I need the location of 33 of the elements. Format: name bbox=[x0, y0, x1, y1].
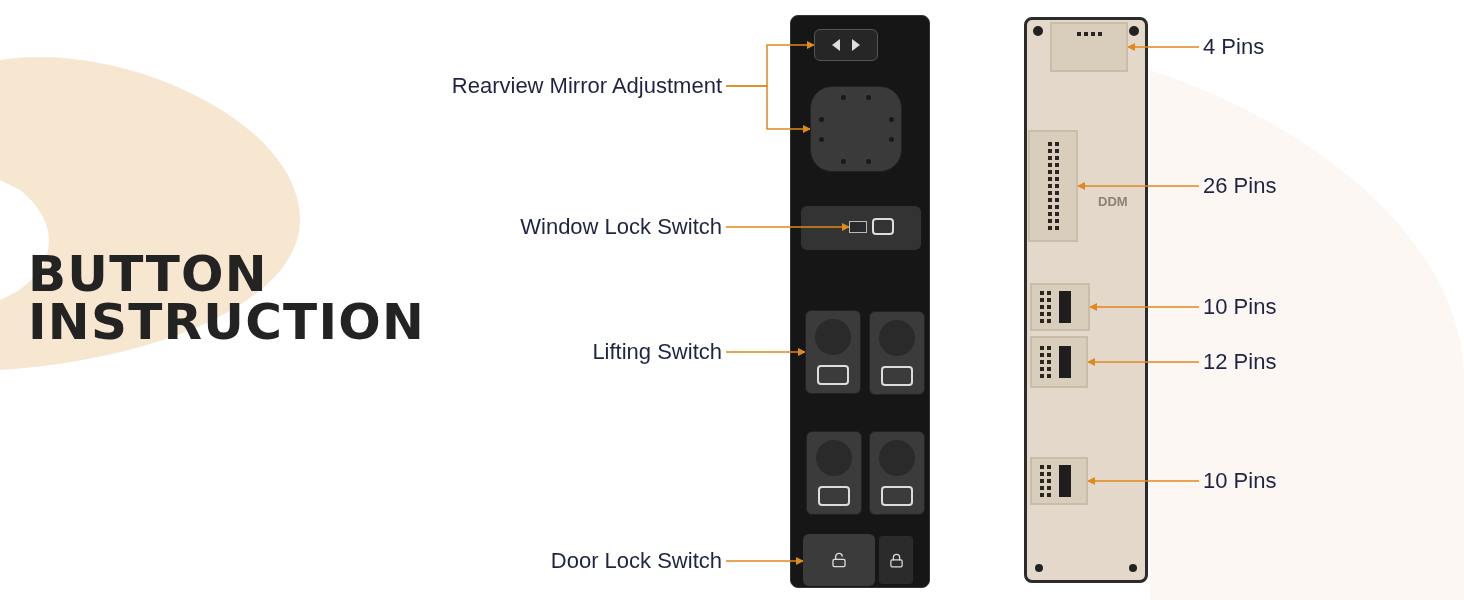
window-switch bbox=[869, 431, 925, 515]
mirror-control-pad bbox=[810, 86, 902, 172]
callout-label: Door Lock Switch bbox=[550, 548, 722, 574]
window-switch bbox=[806, 431, 862, 515]
callout-label: Window Lock Switch bbox=[520, 214, 722, 240]
wiring-connector bbox=[1030, 336, 1088, 388]
leader-arrow bbox=[725, 348, 806, 356]
leader-arrow bbox=[1087, 477, 1200, 485]
door-lock-switch bbox=[803, 534, 875, 586]
wiring-connector bbox=[1030, 283, 1090, 331]
wiring-connector bbox=[1030, 457, 1088, 505]
mirror-selector-switch bbox=[814, 29, 878, 61]
leader-arrow bbox=[1077, 182, 1200, 190]
leader-arrow bbox=[725, 557, 804, 565]
title: BUTTON INSTRUCTION bbox=[28, 250, 427, 346]
callout-label: 10 Pins bbox=[1203, 294, 1277, 320]
leader-arrow bbox=[1127, 43, 1200, 51]
callout-label: 4 Pins bbox=[1203, 34, 1265, 60]
leader-arrow bbox=[725, 85, 811, 133]
wiring-connector bbox=[1028, 130, 1078, 242]
leader-arrow bbox=[725, 223, 850, 231]
window-switch bbox=[805, 310, 861, 394]
wiring-connector bbox=[1050, 22, 1128, 72]
callout-label: 26 Pins bbox=[1203, 173, 1277, 199]
callout-label: Lifting Switch bbox=[592, 339, 722, 365]
leader-arrow bbox=[1087, 358, 1200, 366]
lock-slider bbox=[849, 221, 867, 233]
embossed-marking: DDM bbox=[1098, 193, 1128, 211]
window-switch bbox=[869, 311, 925, 395]
callout-label: Rearview Mirror Adjustment bbox=[451, 73, 722, 99]
callout-label: 10 Pins bbox=[1203, 468, 1277, 494]
callout-label: 12 Pins bbox=[1203, 349, 1277, 375]
leader-arrow bbox=[1089, 303, 1200, 311]
